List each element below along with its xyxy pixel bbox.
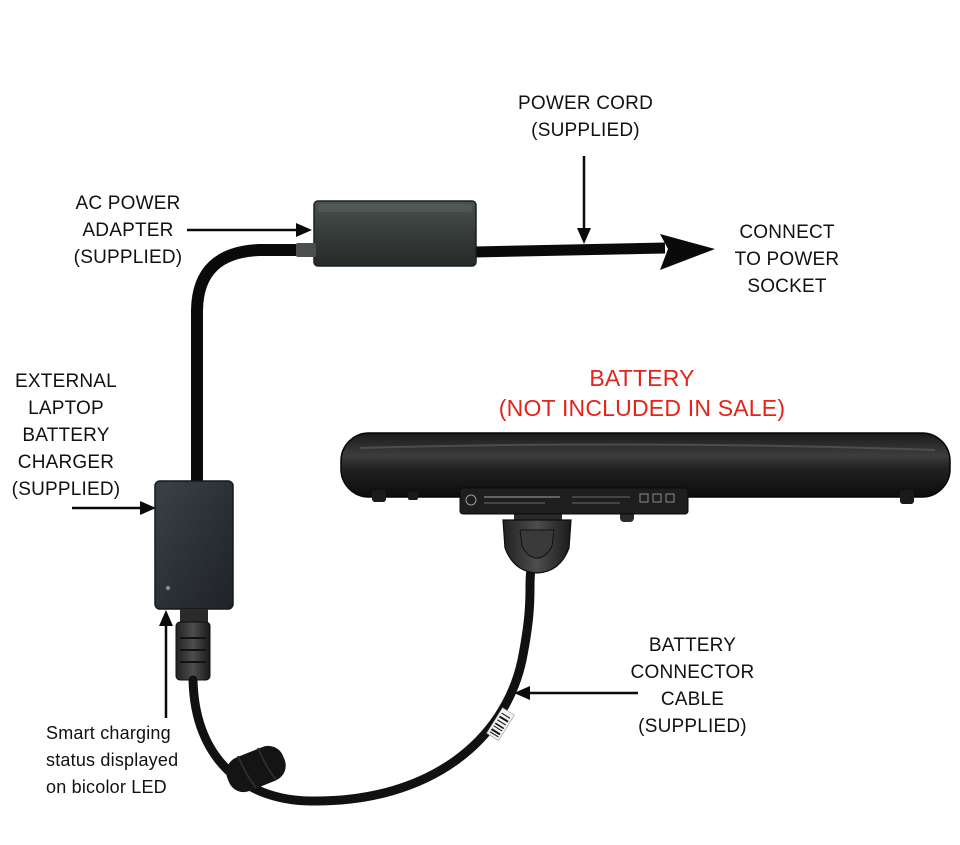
bicolor-led (165, 585, 171, 591)
dc-cable (191, 244, 316, 488)
ac-adapter-label: AC POWER ADAPTER (SUPPLIED) (73, 193, 183, 268)
laptop-battery (340, 432, 951, 522)
ferrite-bead (226, 745, 286, 793)
callout-arrows (72, 156, 638, 718)
battery-connector-head (502, 508, 572, 574)
hp-logo-icon (465, 494, 477, 506)
charger-plug (175, 609, 211, 681)
battery-label: BATTERY (NOT INCLUDED IN SALE) (498, 365, 786, 421)
barcode-label (486, 707, 515, 741)
connector-cable-label: BATTERY CONNECTOR CABLE (SUPPLIED) (630, 635, 755, 737)
external-charger-label: EXTERNAL LAPTOP BATTERY CHARGER (SUPPLIE… (11, 371, 121, 500)
external-charger (154, 480, 234, 610)
power-cord-arrowhead (660, 234, 715, 270)
battery-connector-cable (188, 565, 536, 806)
connect-socket-label: CONNECT TO POWER SOCKET (734, 222, 840, 297)
power-cord (473, 242, 666, 258)
power-cord-label: POWER CORD (SUPPLIED) (518, 93, 653, 141)
ac-power-adapter (296, 200, 477, 267)
smart-charging-label: Smart charging status displayed on bicol… (46, 723, 179, 797)
